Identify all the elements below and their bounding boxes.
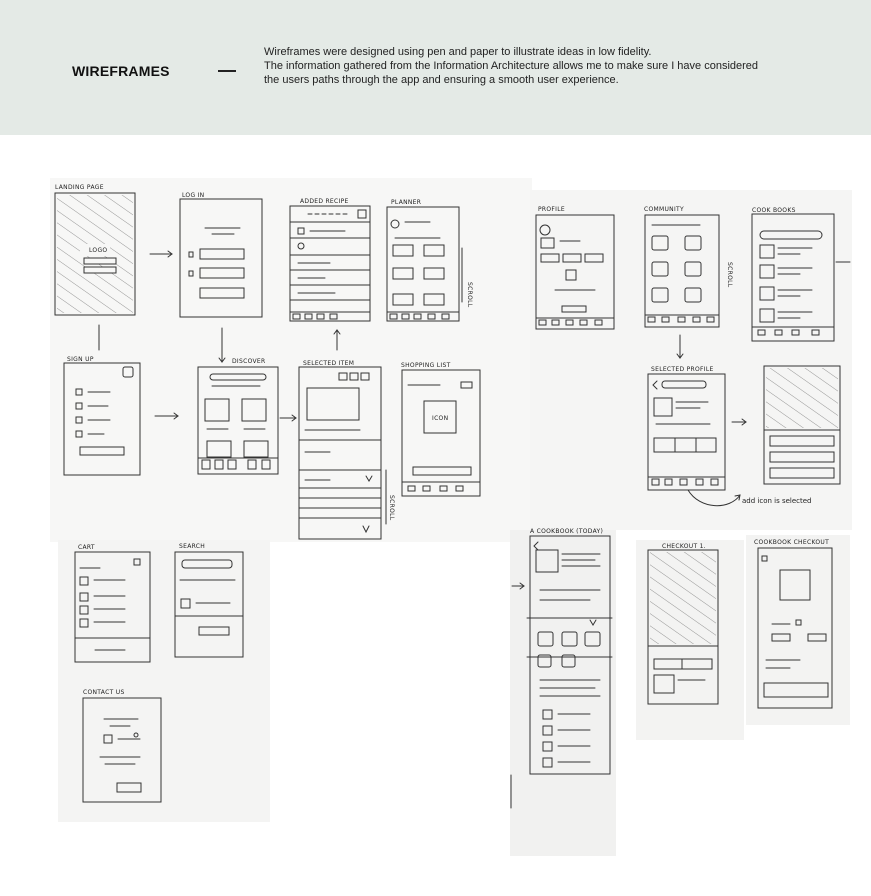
section-title: WIREFRAMES bbox=[72, 63, 170, 79]
paper-sheets bbox=[50, 178, 852, 856]
title-dash bbox=[218, 70, 236, 72]
description-line-3: the users paths through the app and ensu… bbox=[264, 74, 619, 86]
description-line-1: Wireframes were designed using pen and p… bbox=[264, 46, 652, 58]
header-banner: WIREFRAMES Wireframes were designed usin… bbox=[0, 0, 871, 135]
description-line-2: The information gathered from the Inform… bbox=[264, 60, 759, 72]
section-description: Wireframes were designed using pen and p… bbox=[264, 45, 824, 87]
